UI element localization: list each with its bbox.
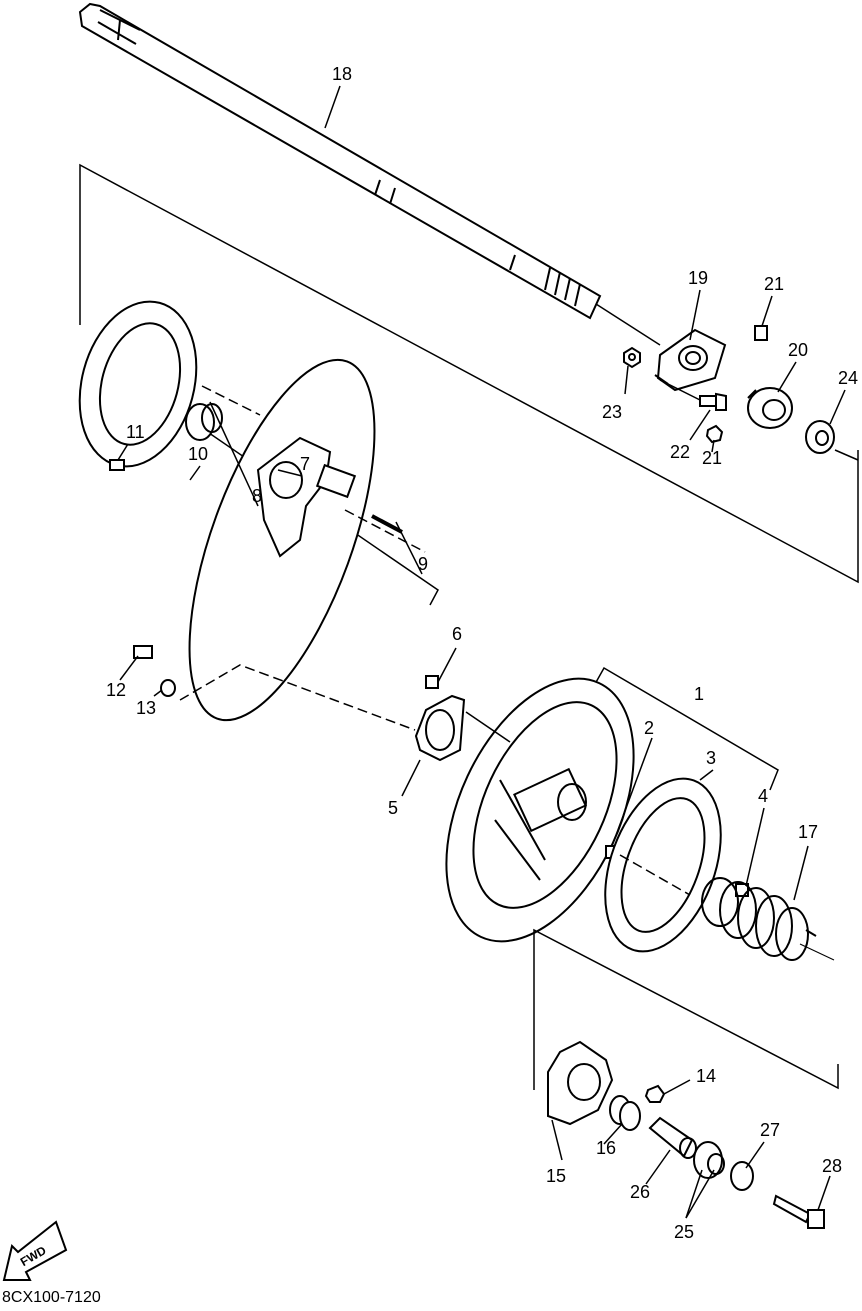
fwd-arrow-icon [2, 1220, 68, 1281]
callout-4: 4 [758, 786, 768, 806]
callout-25: 25 [674, 1222, 694, 1242]
callout-19: 19 [688, 268, 708, 288]
plate-5 [414, 694, 466, 762]
callout-28: 28 [822, 1156, 842, 1176]
callout-26: 26 [630, 1182, 650, 1202]
bolt-12 [133, 645, 153, 659]
callout-7: 7 [300, 454, 310, 474]
callout-27: 27 [760, 1120, 780, 1140]
callout-16: 16 [596, 1138, 616, 1158]
callout-14: 14 [696, 1066, 716, 1086]
callout-3: 3 [706, 748, 716, 768]
screw-6 [425, 675, 439, 689]
callout-15: 15 [546, 1166, 566, 1186]
callout-23: 23 [602, 402, 622, 422]
callout-20: 20 [788, 340, 808, 360]
callout-2: 2 [644, 718, 654, 738]
bearing-20 [747, 387, 793, 429]
sleeve-26 [648, 1116, 697, 1159]
callout-22: 22 [670, 442, 690, 462]
washer-24 [805, 420, 835, 454]
liner-3 [604, 777, 722, 953]
spring-17 [701, 877, 817, 961]
pin-9 [371, 514, 403, 534]
sheave-7 [188, 358, 376, 722]
cover-15 [547, 1040, 614, 1126]
bushing-16 [609, 1095, 641, 1131]
spacer-25 [693, 1141, 725, 1179]
bolt-28 [772, 1194, 825, 1229]
callout-21b: 21 [702, 448, 722, 468]
nut-23 [623, 346, 641, 369]
callout-24: 24 [838, 368, 858, 388]
shaft-18 [78, 2, 661, 346]
callout-11: 11 [126, 422, 145, 442]
movable-sheave-1 [445, 677, 635, 943]
callout-10: 10 [188, 444, 208, 464]
bolt-22 [659, 379, 727, 411]
callout-17: 17 [798, 822, 818, 842]
callout-13: 13 [136, 698, 156, 718]
nut-14 [644, 1084, 666, 1103]
bushing-8 [185, 403, 223, 441]
bearing-housing-19 [654, 328, 727, 392]
callout-9: 9 [418, 554, 428, 574]
callout-21a: 21 [764, 274, 784, 294]
diagram-code: 8CX100-7120 [2, 1289, 101, 1306]
grease-nipple-21a [754, 325, 768, 341]
callout-18: 18 [332, 64, 352, 84]
callout-1: 1 [694, 684, 704, 704]
washer-27 [730, 1161, 754, 1191]
callout-5: 5 [388, 798, 398, 818]
callout-8: 8 [252, 486, 262, 506]
callout-6: 6 [452, 624, 462, 644]
grease-nipple-21b [705, 424, 724, 444]
washer-13 [160, 679, 176, 697]
callout-12: 12 [106, 680, 126, 700]
screw-11 [109, 459, 125, 471]
